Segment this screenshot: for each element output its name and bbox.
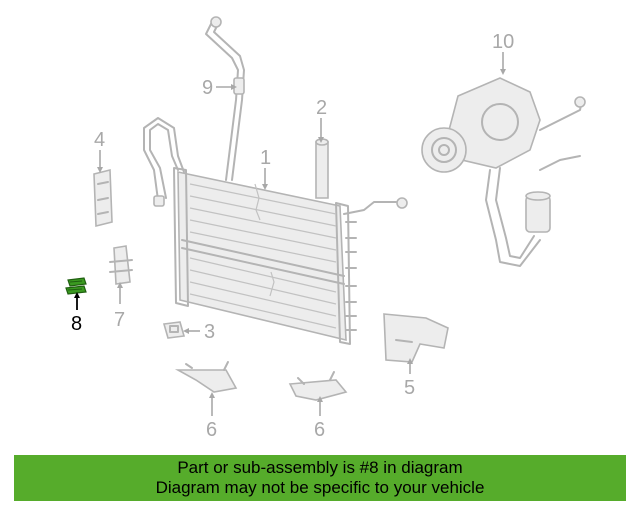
svg-text:2: 2: [316, 97, 327, 119]
callout-5: 5: [404, 362, 415, 399]
callout-9: 9: [202, 77, 234, 99]
hose-part-9: [205, 16, 245, 181]
svg-text:9: 9: [202, 77, 213, 99]
parts-diagram: 1 2 3 4 5 6 6 7 8 9 10: [65, 16, 586, 441]
callout-6a: 6: [206, 396, 217, 441]
svg-text:8: 8: [71, 313, 82, 335]
callout-3: 3: [186, 321, 215, 343]
callout-8: 8: [71, 296, 82, 335]
banner-line-2: Diagram may not be specific to your vehi…: [155, 478, 485, 497]
callout-1: 1: [260, 147, 271, 186]
banner-line-1: Part or sub-assembly is #8 in diagram: [177, 458, 463, 477]
callout-10: 10: [492, 31, 514, 72]
callout-7: 7: [114, 286, 125, 331]
block-part-3: [162, 321, 186, 339]
svg-text:5: 5: [404, 377, 415, 399]
callout-8-arrowhead: [74, 292, 80, 298]
condenser-part-1: [173, 167, 408, 345]
svg-text:3: 3: [204, 321, 215, 343]
compressor-part-10: [421, 77, 586, 267]
bracket-part-6a: [174, 361, 238, 393]
callout-arrowheads: [97, 69, 506, 402]
svg-text:6: 6: [206, 419, 217, 441]
callout-4: 4: [94, 129, 105, 170]
left-hose: [143, 117, 185, 207]
callout-6b: 6: [314, 400, 325, 441]
bracket-part-6b: [288, 371, 348, 401]
clip-part-7: [109, 245, 133, 285]
highlighted-part-8: [65, 277, 87, 295]
callout-2: 2: [316, 97, 327, 140]
svg-text:6: 6: [314, 419, 325, 441]
bracket-part-5: [383, 313, 449, 363]
svg-text:7: 7: [114, 309, 125, 331]
drier-part-2: [315, 138, 329, 199]
svg-text:4: 4: [94, 129, 105, 151]
svg-text:10: 10: [492, 31, 514, 53]
info-banner: Part or sub-assembly is #8 in diagram Di…: [14, 455, 626, 501]
svg-text:1: 1: [260, 147, 271, 169]
bracket-part-4: [93, 168, 113, 228]
